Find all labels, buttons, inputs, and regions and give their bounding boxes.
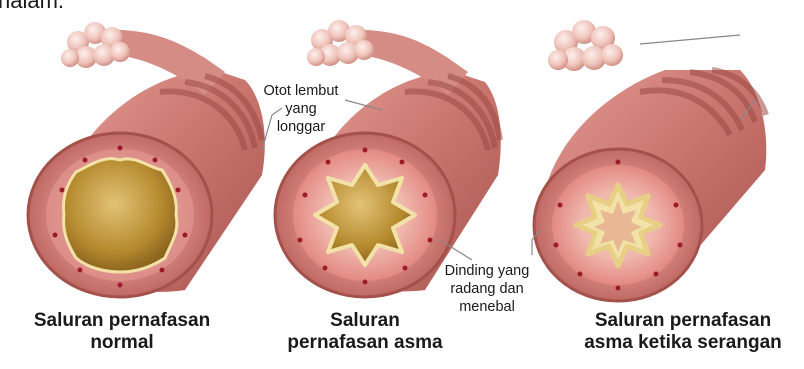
- callout-muscle-line2: yang: [245, 100, 357, 118]
- caption-normal: Saluran pernafasan normal: [22, 310, 222, 354]
- caption-attack-line1: Saluran pernafasan: [568, 310, 798, 332]
- caption-asthma: Saluran pernafasan asma: [280, 310, 450, 354]
- callout-inflamed-wall: Dinding yang radang dan menebal: [432, 262, 542, 316]
- caption-asthma-line1: Saluran: [280, 310, 450, 332]
- caption-attack-line2: asma ketika serangan: [568, 332, 798, 354]
- airway-asthma: [275, 20, 501, 297]
- callout-loose-smooth-muscle: Otot lembut yang longgar: [245, 82, 357, 136]
- alveoli-cluster-1: [61, 22, 130, 68]
- alveoli-cluster-2: [307, 20, 374, 66]
- caption-normal-line1: Saluran pernafasan: [22, 310, 222, 332]
- callout-wall-line2: radang dan: [432, 280, 542, 298]
- airway-normal: [28, 22, 265, 297]
- caption-asthma-attack: Saluran pernafasan asma ketika serangan: [568, 310, 798, 354]
- top-text-fragment: nalam.: [0, 0, 64, 14]
- alveoli-cluster-3: [548, 20, 623, 71]
- caption-normal-line2: normal: [22, 332, 222, 354]
- callout-wall-line1: Dinding yang: [432, 262, 542, 280]
- airway-asthma-lumen: [315, 165, 415, 265]
- airway-normal-lumen: [64, 159, 177, 272]
- caption-asthma-line2: pernafasan asma: [280, 332, 450, 354]
- callout-muscle-line1: Otot lembut: [245, 82, 357, 100]
- callout-muscle-line3: longgar: [245, 118, 357, 136]
- airway-asthma-attack: [534, 20, 766, 301]
